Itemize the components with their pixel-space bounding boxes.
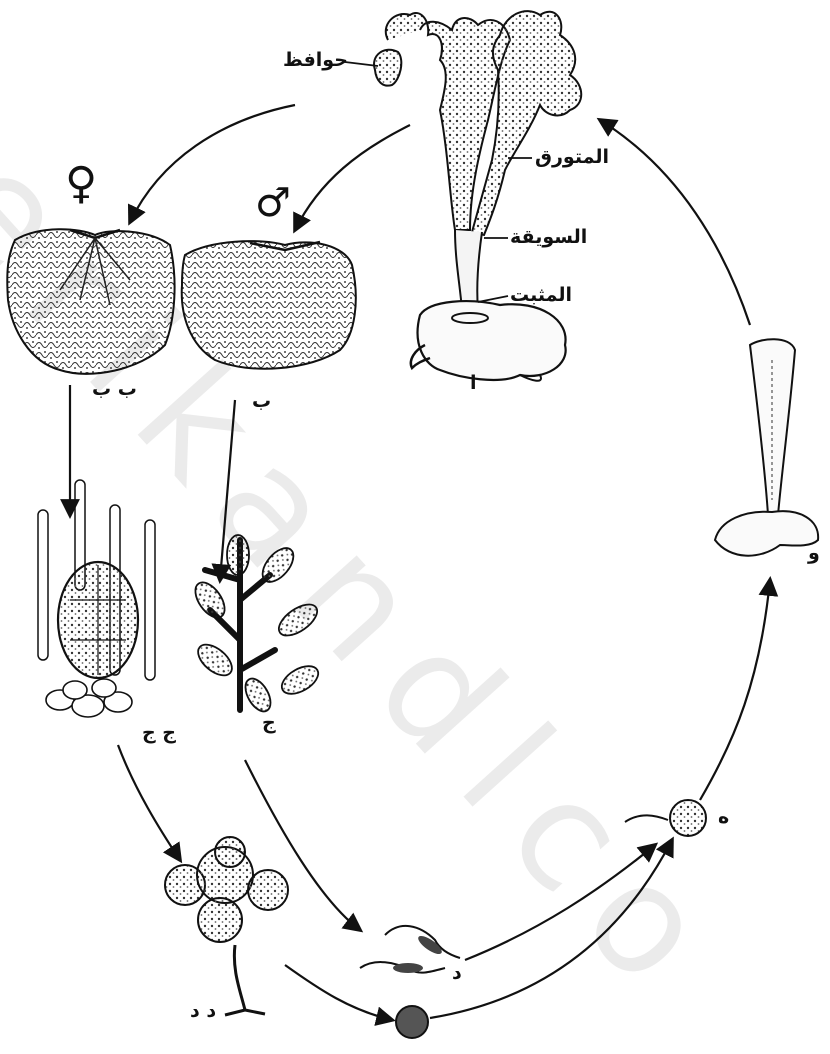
stage-label-w: و [808, 542, 820, 564]
stage-label-bb: ب ب [92, 378, 137, 400]
stage-label-a: ا [470, 372, 477, 394]
germling [715, 339, 818, 555]
antheridia-branch [190, 535, 323, 716]
sperm [360, 926, 460, 973]
zygote [625, 800, 706, 836]
eggs-release [165, 837, 288, 1015]
oogonium [38, 480, 155, 717]
stage-label-h: ه [718, 806, 729, 828]
label-holdfast: المثبت [510, 284, 572, 306]
female-symbol: ♀ [65, 158, 97, 209]
female-conceptacle [7, 229, 174, 374]
stage-label-jj: ج ج [142, 722, 176, 744]
male-conceptacle [182, 241, 356, 369]
holdfast [411, 301, 566, 381]
stage-label-d: د [452, 962, 462, 984]
male-symbol: ♂ [255, 180, 291, 226]
adult-plant [345, 11, 581, 381]
stipe [455, 230, 482, 310]
stage-label-dd: د د [190, 1000, 216, 1022]
label-frond: المتورق [535, 146, 609, 168]
label-stipe: السويقة [510, 226, 587, 248]
stage-label-b: ب [252, 390, 271, 412]
stage-label-j: ج [262, 712, 276, 734]
leader-holdfast [478, 296, 508, 302]
egg [396, 1006, 428, 1038]
label-receptacles: حوافظ [283, 49, 348, 71]
